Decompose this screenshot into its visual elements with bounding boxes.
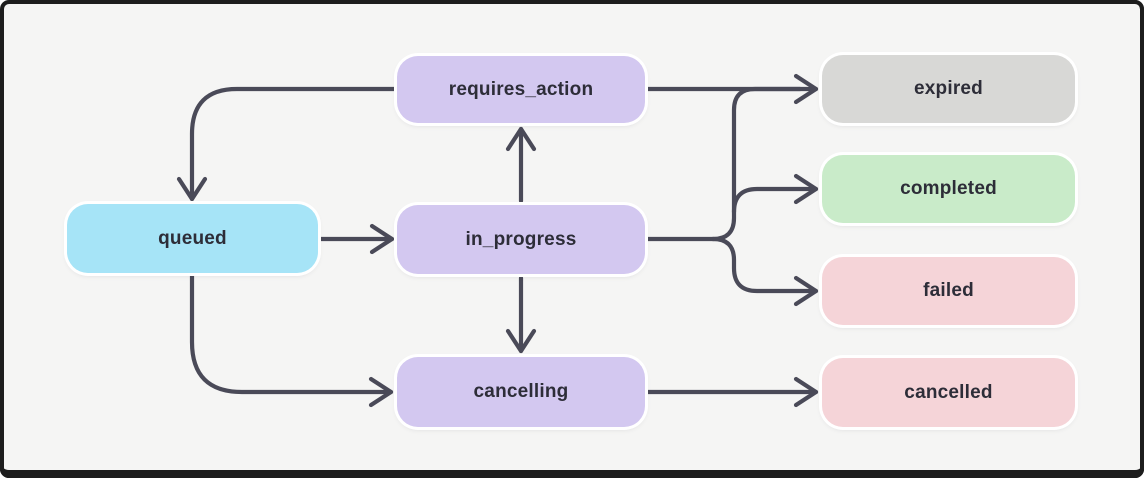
node-failed-label: failed (923, 280, 974, 301)
node-completed-label: completed (900, 178, 997, 199)
node-cancelling: cancelling (397, 357, 645, 427)
arrowhead-queued-to-in-progress (369, 223, 395, 255)
node-cancelling-label: cancelling (473, 381, 569, 402)
edge-queued-to-cancelling (189, 273, 394, 395)
edge-branch-to-completed (731, 186, 819, 215)
node-cancelled: cancelled (822, 358, 1075, 427)
arrowhead-cancelling-to-cancelled (793, 376, 819, 408)
node-completed: completed (822, 155, 1075, 223)
arrowhead-in-progress-to-cancelling (505, 328, 537, 354)
node-in-progress: in_progress (397, 205, 645, 274)
node-requires-action-label: requires_action (448, 78, 594, 100)
node-expired-label: expired (914, 78, 983, 99)
node-cancelled-label: cancelled (904, 381, 993, 403)
arrowhead-queued-to-cancelling (368, 376, 394, 408)
node-in-progress-label: in_progress (465, 228, 577, 250)
node-queued-label: queued (158, 227, 227, 249)
edge-requires-action-to-queued (189, 86, 400, 202)
node-expired: expired (822, 55, 1075, 123)
node-queued: queued (67, 204, 318, 273)
arrowhead-branch-to-completed (793, 173, 819, 205)
edge-branch-down-to-failed (710, 236, 819, 294)
edge-branch-up-to-expired (710, 86, 803, 242)
arrowhead-requires-action-to-queued (176, 176, 208, 202)
node-requires-action: requires_action (397, 56, 645, 123)
arrowhead-in-progress-to-requires-action (505, 126, 537, 152)
node-failed: failed (822, 257, 1075, 325)
arrowhead-branch-down-to-failed (793, 275, 819, 307)
arrowhead-requires-action-to-expired (793, 73, 819, 105)
